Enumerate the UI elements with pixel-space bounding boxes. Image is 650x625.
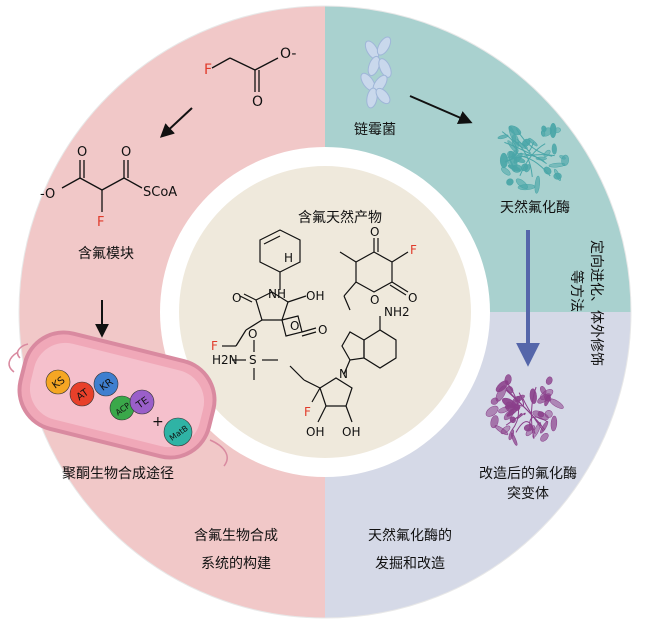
bacterial-cell [8, 330, 228, 467]
arrow-organism-to-enzyme [409, 95, 473, 124]
center-h2n: H2N [212, 353, 238, 367]
domain-te [129, 389, 155, 415]
arrow-fluoroacetate-to-malonyl [159, 107, 193, 138]
center-s: S [249, 353, 257, 367]
domain-at [69, 381, 95, 407]
fluorinated-nucleoside-structure [232, 316, 397, 423]
center-f1: F [211, 339, 218, 353]
center-o2: O [290, 319, 299, 333]
fluorinated-pyranone-structure [339, 238, 409, 311]
malonyl-o1: O [77, 145, 87, 160]
streptomyces-label: 链霉菌 [354, 122, 396, 138]
plus-sign: + [152, 414, 164, 430]
center-disc [179, 166, 471, 458]
evolution-method-label: 定向进化、体外修饰等方法 [568, 240, 604, 366]
center-nh: NH [268, 287, 286, 301]
fluorine-module-label: 含氟模块 [78, 246, 134, 262]
malonyl-o2: O [121, 145, 131, 160]
center-nh2: NH2 [384, 305, 410, 319]
malonyl-o-minus: -O [40, 187, 55, 202]
center-title: 含氟天然产物 [298, 209, 382, 226]
center-o1: O [232, 291, 241, 305]
center-oh: OH [306, 289, 324, 303]
domain-kr [93, 371, 119, 397]
mutant-label-line2: 突变体 [507, 486, 549, 502]
native-fluorinase-label: 天然氟化酶 [500, 199, 570, 216]
malonyl-scoa: SCoA [143, 185, 177, 200]
center-f3: F [304, 405, 311, 419]
domain-ks [45, 369, 71, 395]
fluoroacetate-structure [211, 57, 279, 92]
center-o6: O [370, 293, 379, 307]
streptomyces-icon [360, 36, 392, 109]
fluoroacetate-f: F [204, 62, 212, 78]
fluoroacetate-o: O [252, 94, 263, 110]
center-oh2: OH [306, 425, 324, 439]
center-o7: O [248, 327, 257, 341]
polyketide-pathway-label: 聚酮生物合成途径 [62, 465, 174, 482]
center-n: N [339, 367, 348, 381]
malonyl-f: F [97, 215, 104, 230]
center-f2: F [410, 243, 417, 257]
domain-matb [163, 417, 193, 447]
native-fluorinase-structure [497, 123, 569, 194]
left-section-title-line2: 系统的构建 [201, 556, 271, 572]
mutant-fluorinase-structure [485, 374, 564, 446]
left-section-title-line1: 含氟生物合成 [194, 528, 278, 544]
right-section-title-line1: 天然氟化酶的 [368, 527, 452, 544]
center-oh3: OH [342, 425, 360, 439]
fluoromalonyl-structure [61, 160, 143, 212]
fluorinated-lactone-structure [222, 229, 317, 347]
center-o4: O [370, 225, 379, 239]
right-section-title-line2: 发掘和改造 [375, 556, 445, 572]
center-o5: O [408, 291, 417, 305]
center-o3: O [318, 323, 327, 337]
mutant-label-line1: 改造后的氟化酶 [479, 466, 577, 482]
fluoroacetate-o-minus: O- [280, 46, 296, 62]
center-h: H [284, 251, 293, 265]
